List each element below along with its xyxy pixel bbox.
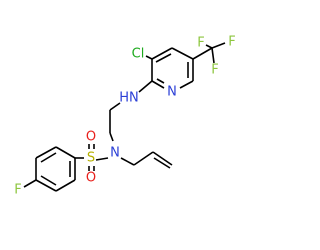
bond-benz-2 bbox=[35, 146, 57, 159]
bonds bbox=[23, 42, 226, 192]
bond-pyr-c2-n bbox=[151, 80, 165, 89]
bond-n-s bbox=[95, 157, 109, 161]
bond-cf3-f1 bbox=[205, 44, 213, 49]
bond-allyl-ch-ch2-double bbox=[153, 157, 171, 169]
molecule-structure: F F F Cl HN N S O O N F bbox=[14, 35, 235, 198]
atom-n-pyridine-label: N bbox=[167, 85, 177, 100]
atom-f-label: F bbox=[197, 36, 204, 51]
bond-allyl-ch2-ch bbox=[133, 151, 154, 166]
bond-cf3-ring bbox=[192, 47, 213, 60]
bond-cf3-f2 bbox=[211, 42, 226, 49]
bond-benz-5 bbox=[55, 179, 76, 192]
atom-cl-label: Cl bbox=[132, 47, 145, 62]
bond-pyr-c4-c3 bbox=[151, 47, 173, 60]
bond-pyr-c2-n-double bbox=[156, 78, 165, 84]
bond-pyr-n-c6 bbox=[179, 80, 194, 89]
atom-labels: F F F Cl HN N S O O N F bbox=[14, 35, 235, 198]
bond-n-allyl-ch2 bbox=[120, 157, 135, 166]
bond-benz-1 bbox=[55, 146, 76, 159]
atom-f-label: F bbox=[211, 63, 218, 78]
bond-c3-cl bbox=[145, 55, 153, 60]
atom-o-label: O bbox=[86, 171, 96, 186]
bond-pyr-c5-c4 bbox=[171, 47, 194, 60]
atom-s-label: S bbox=[87, 151, 95, 166]
bond-pyr-c4-c3-double bbox=[155, 53, 172, 63]
atom-nh-label: HN bbox=[119, 91, 139, 106]
bond-cf3-f3 bbox=[211, 47, 215, 64]
bond-benz-4 bbox=[35, 179, 57, 192]
bond-nh-ch2 bbox=[109, 102, 121, 111]
atom-n-sulfonamide-label: N bbox=[110, 146, 120, 161]
bond-benz-2-double bbox=[40, 152, 57, 163]
bond-benz-f bbox=[23, 179, 37, 188]
atom-f-label: F bbox=[228, 35, 235, 50]
bond-ch2-n bbox=[109, 132, 114, 142]
bond-c2-nh bbox=[138, 80, 153, 93]
atom-o-label: O bbox=[86, 130, 96, 145]
bond-benz-4-double bbox=[40, 175, 57, 186]
atom-f-aryl-label: F bbox=[14, 183, 21, 198]
bond-allyl-ch-ch2 bbox=[152, 151, 173, 166]
